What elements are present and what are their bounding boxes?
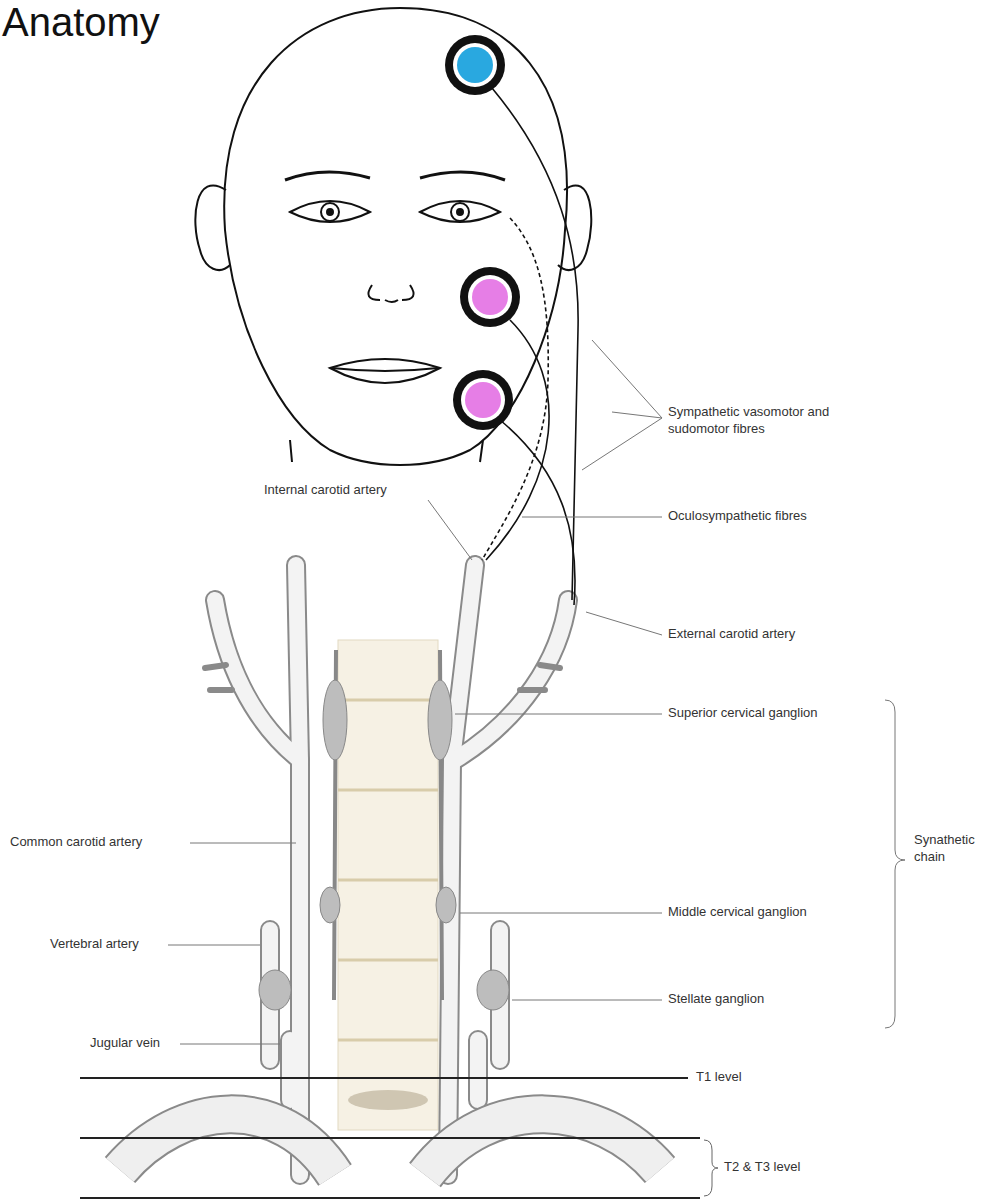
part-label: Sympathetic vasomotor and sudomotor fibr… [666,404,870,438]
part-label: Oculosympathetic fibres [666,508,809,525]
head [195,8,591,465]
sympathetic-chain [259,650,509,1010]
part-label: T1 level [694,1069,744,1086]
part-label: Stellate ganglion [666,991,766,1008]
arteries [205,565,568,1175]
level-lines [80,1078,718,1198]
part-label: Internal carotid artery [262,482,389,499]
part-label: Middle cervical ganglion [666,904,809,921]
subclavian-arch [120,1114,660,1175]
part-label: Jugular vein [88,1035,162,1052]
part-label: Superior cervical ganglion [666,705,820,722]
part-label: Vertebral artery [48,936,141,953]
leader-lines [168,340,905,1044]
part-label: External carotid artery [666,626,797,643]
part-label: Synathetic chain [912,832,996,866]
spine [338,640,438,1130]
title: Anatomy [2,0,160,44]
nerve-fibres [482,88,578,605]
part-label: Common carotid artery [8,834,144,851]
part-label: T2 & T3 level [722,1159,802,1176]
electrodes [445,35,520,430]
